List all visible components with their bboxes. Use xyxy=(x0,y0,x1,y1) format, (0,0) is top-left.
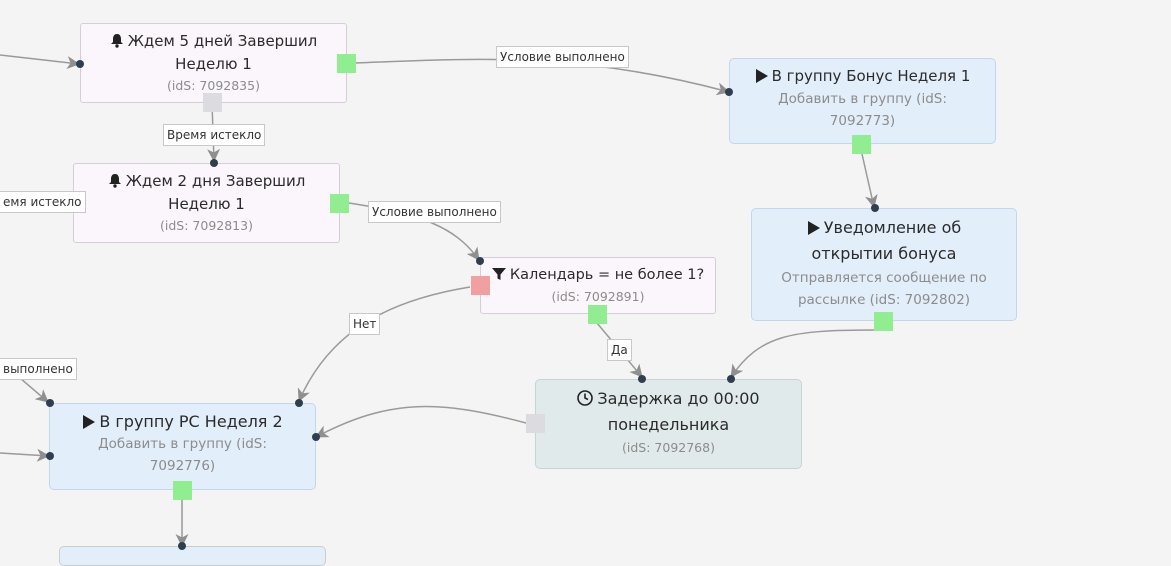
port-calendar-yes[interactable] xyxy=(588,305,607,324)
edge-bonus-group-to-notice xyxy=(861,153,878,208)
input-dot-bonus-group[interactable] xyxy=(725,88,733,96)
edge-label-time-expired: Время истекло xyxy=(163,124,266,146)
bell-icon xyxy=(108,174,121,188)
play-icon xyxy=(755,69,768,83)
port-wait2-success[interactable] xyxy=(330,194,349,213)
edge-label-time-expired: емя истекло xyxy=(0,191,86,213)
bell-icon xyxy=(110,34,123,48)
input-dot-rc-group-top[interactable] xyxy=(46,399,54,407)
node-title: Ждем 5 дней Завершил Неделю 1 xyxy=(127,32,318,73)
node-id: (idS: 7092891) xyxy=(551,289,645,304)
port-calendar-no[interactable] xyxy=(471,276,490,295)
node-wait-5-days[interactable]: Ждем 5 дней Завершил Неделю 1 (idS: 7092… xyxy=(80,23,347,103)
input-dot-rc-group-label[interactable] xyxy=(295,399,303,407)
edge-label-yes: Да xyxy=(607,339,632,361)
node-title: Задержка до 00:00 понедельника xyxy=(597,389,760,434)
input-dot-next[interactable] xyxy=(178,542,186,550)
edge-notice-to-delay xyxy=(730,329,877,378)
clock-icon xyxy=(577,390,594,406)
node-title: Календарь = не более 1? xyxy=(509,267,705,283)
play-icon xyxy=(807,221,820,235)
node-bonus-group[interactable]: В группу Бонус Неделя 1 Добавить в групп… xyxy=(729,58,996,144)
node-next-partial[interactable] xyxy=(59,546,326,566)
input-dot-delay-right[interactable] xyxy=(727,375,735,383)
node-subtitle: Отправляется сообщение по рассылке (idS:… xyxy=(781,270,987,308)
port-bonus-group-out[interactable] xyxy=(852,135,871,154)
edge-label-condition-met: Условие выполнено xyxy=(368,201,501,223)
node-id: (idS: 7092835) xyxy=(167,78,260,93)
input-dot-rc-group-right[interactable] xyxy=(312,433,320,441)
edge-label-condition-met: выполнено xyxy=(0,358,77,380)
input-dot-delay-left[interactable] xyxy=(638,375,646,383)
node-subtitle: Добавить в группу (idS: 7092776) xyxy=(98,436,267,474)
node-wait-2-days[interactable]: Ждем 2 дня Завершил Неделю 1 (idS: 70928… xyxy=(73,163,340,243)
port-rc-group-out[interactable] xyxy=(173,481,192,500)
node-subtitle: Добавить в группу (idS: 7092773) xyxy=(778,91,947,129)
port-wait5-success[interactable] xyxy=(337,54,356,73)
port-wait5-timeout[interactable] xyxy=(203,93,222,112)
node-title: Ждем 2 дня Завершил Неделю 1 xyxy=(125,172,306,213)
node-bonus-notice[interactable]: Уведомление об открытии бонуса Отправляе… xyxy=(751,208,1017,321)
edge-delay-to-rc-group xyxy=(315,405,527,438)
node-rc-group[interactable]: В группу РС Неделя 2 Добавить в группу (… xyxy=(49,403,316,490)
edge-incoming-rc-group-left xyxy=(0,448,50,462)
port-bonus-notice-out[interactable] xyxy=(874,312,893,331)
node-delay-monday[interactable]: Задержка до 00:00 понедельника (idS: 709… xyxy=(535,379,802,469)
edge-label-condition-met: Условие выполнено xyxy=(496,46,629,68)
edge-incoming-rc-group-top xyxy=(19,377,49,403)
input-dot-wait5[interactable] xyxy=(76,60,84,68)
edge-calendar-no-to-rc-group xyxy=(297,286,471,402)
node-id: (idS: 7092813) xyxy=(160,218,253,233)
filter-icon xyxy=(491,268,506,280)
node-title: В группу РС Неделя 2 xyxy=(99,412,283,431)
input-dot-bonus-notice[interactable] xyxy=(871,204,879,212)
node-id: (idS: 7092768) xyxy=(622,440,715,455)
input-dot-rc-group-left[interactable] xyxy=(46,452,54,460)
port-delay-out[interactable] xyxy=(526,414,545,433)
input-dot-wait2[interactable] xyxy=(210,159,218,167)
node-title: Уведомление об открытии бонуса xyxy=(811,218,962,263)
edge-label-no: Нет xyxy=(349,313,381,335)
play-icon xyxy=(83,415,96,429)
node-title: В группу Бонус Неделя 1 xyxy=(771,67,971,85)
input-dot-calendar[interactable] xyxy=(476,257,484,265)
edge-incoming-wait5 xyxy=(0,54,80,70)
